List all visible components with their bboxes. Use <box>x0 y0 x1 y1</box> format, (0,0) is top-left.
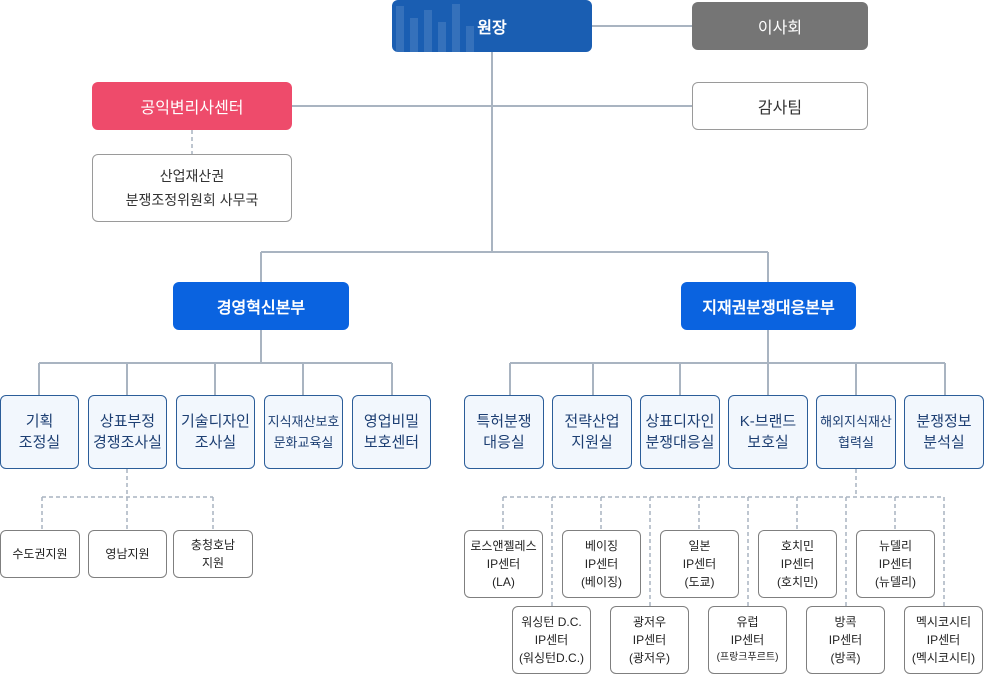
center-new-delhi-line2: IP센터 <box>878 557 913 571</box>
center-europe-line2: IP센터 <box>730 633 765 647</box>
dept-tech-design: 기술디자인 조사실 <box>176 395 255 469</box>
center-guangzhou: 광저우 IP센터 (광저우) <box>610 606 689 674</box>
dept-ip-culture-line2: 문화교육실 <box>273 435 334 450</box>
committee-label-line1: 산업재산권 <box>159 168 225 184</box>
center-beijing: 베이징 IP센터 (베이징) <box>562 530 641 598</box>
director-box: 원장 <box>392 0 592 52</box>
public-center-box: 공익변리사센터 <box>92 82 292 130</box>
dept-ip-culture-line1: 지식재산보호 <box>267 414 340 429</box>
dept-trademark-design-dispute: 상표디자인 분쟁대응실 <box>640 395 720 469</box>
center-new-delhi: 뉴델리 IP센터 (뉴델리) <box>856 530 935 598</box>
dept-strategic-industry: 전략산업 지원실 <box>552 395 632 469</box>
board-box: 이사회 <box>692 2 868 50</box>
hq-ip-box: 지재권분쟁대응본부 <box>681 282 856 330</box>
committee-label-line2: 분쟁조정위원회 사무국 <box>125 192 259 208</box>
center-beijing-line2: IP센터 <box>584 557 619 571</box>
branch-chungcheong-honam-line1: 충청호남 <box>190 538 236 552</box>
dept-planning-line2: 조정실 <box>18 434 61 451</box>
center-washington-line2: IP센터 <box>534 633 569 647</box>
dept-patent-dispute-line2: 대응실 <box>483 434 525 451</box>
center-ho-chi-minh-line3: (호치민) <box>776 575 819 589</box>
center-new-delhi-line1: 뉴델리 <box>878 539 913 553</box>
branch-capital: 수도권지원 <box>0 530 80 578</box>
board-label: 이사회 <box>757 20 803 37</box>
audit-box: 감사팀 <box>692 82 868 130</box>
center-europe-line1: 유럽 <box>736 615 759 629</box>
center-washington-line3: (워싱턴D.C.) <box>518 651 585 665</box>
center-los-angeles-line1: 로스앤젤레스 <box>470 539 537 553</box>
center-mexico-city-line3: (멕시코시티) <box>911 651 976 665</box>
center-guangzhou-line3: (광저우) <box>628 651 671 665</box>
dept-trade-secret-line2: 보호센터 <box>363 434 420 451</box>
hq-management-box: 경영혁신본부 <box>173 282 349 330</box>
dept-trade-secret-line1: 영업비밀 <box>363 413 420 430</box>
center-ho-chi-minh-line1: 호치민 <box>780 539 815 553</box>
center-japan-line2: IP센터 <box>682 557 717 571</box>
dept-strategic-industry-line2: 지원실 <box>571 434 613 451</box>
center-bangkok-line1: 방콕 <box>834 615 857 629</box>
dept-k-brand: K-브랜드 보호실 <box>728 395 808 469</box>
dept-trademark-design-dispute-line1: 상표디자인 <box>645 413 715 430</box>
hq-ip-label: 지재권분쟁대응본부 <box>702 300 835 317</box>
dept-overseas-ip-line1: 해외지식재산 <box>820 414 892 429</box>
dept-trademark-competition: 상표부정 경쟁조사실 <box>88 395 167 469</box>
branch-yeongnam-label: 영남지원 <box>105 547 150 561</box>
center-guangzhou-line2: IP센터 <box>632 633 667 647</box>
center-los-angeles-line3: (LA) <box>492 575 515 589</box>
dept-tech-design-line2: 조사실 <box>194 434 237 451</box>
center-washington: 워싱턴 D.C. IP센터 (워싱턴D.C.) <box>512 606 591 674</box>
center-mexico-city-line2: IP센터 <box>926 633 961 647</box>
center-ho-chi-minh: 호치민 IP센터 (호치민) <box>758 530 837 598</box>
dept-patent-dispute-line1: 특허분쟁 <box>476 413 532 430</box>
center-los-angeles-line2: IP센터 <box>486 557 521 571</box>
director-decor-icon <box>396 4 474 52</box>
dept-patent-dispute: 특허분쟁 대응실 <box>464 395 544 469</box>
center-mexico-city-line1: 멕시코시티 <box>915 615 972 629</box>
public-center-label: 공익변리사센터 <box>140 100 244 117</box>
dept-ip-culture: 지식재산보호 문화교육실 <box>264 395 343 469</box>
center-ho-chi-minh-line2: IP센터 <box>780 557 815 571</box>
dept-trademark-design-dispute-line2: 분쟁대응실 <box>645 434 715 451</box>
center-bangkok-line3: (방콕) <box>830 651 861 665</box>
dept-overseas-ip-line2: 협력실 <box>838 435 874 450</box>
center-los-angeles: 로스앤젤레스 IP센터 (LA) <box>464 530 543 598</box>
dept-planning: 기획 조정실 <box>0 395 79 469</box>
center-bangkok-line2: IP센터 <box>828 633 863 647</box>
dept-dispute-info-line2: 분석실 <box>923 434 965 451</box>
center-beijing-line1: 베이징 <box>584 539 619 553</box>
branch-chungcheong-honam: 충청호남 지원 <box>173 530 253 578</box>
dept-dispute-info-line1: 분쟁정보 <box>916 413 972 430</box>
dept-strategic-industry-line1: 전략산업 <box>564 413 620 430</box>
branch-chungcheong-honam-line2: 지원 <box>201 556 225 570</box>
dept-k-brand-line1: K-브랜드 <box>739 413 797 430</box>
center-guangzhou-line1: 광저우 <box>632 615 667 629</box>
director-label: 원장 <box>477 20 507 37</box>
dept-trademark-competition-line1: 상표부정 <box>99 413 156 430</box>
center-bangkok: 방콕 IP센터 (방콕) <box>806 606 885 674</box>
center-mexico-city: 멕시코시티 IP센터 (멕시코시티) <box>904 606 983 674</box>
hq-management-label: 경영혁신본부 <box>216 300 306 317</box>
center-japan: 일본 IP센터 (도쿄) <box>660 530 739 598</box>
branch-capital-label: 수도권지원 <box>12 547 68 561</box>
center-japan-line3: (도쿄) <box>684 575 715 589</box>
center-washington-line1: 워싱턴 D.C. <box>521 615 582 629</box>
dept-overseas-ip: 해외지식재산 협력실 <box>816 395 896 469</box>
committee-box: 산업재산권 분쟁조정위원회 사무국 <box>92 154 292 222</box>
center-europe-line3: (프랑크푸르트) <box>716 652 779 663</box>
center-japan-line1: 일본 <box>688 539 711 553</box>
center-new-delhi-line3: (뉴델리) <box>874 575 917 589</box>
dept-trademark-competition-line2: 경쟁조사실 <box>92 434 162 451</box>
center-europe: 유럽 IP센터 (프랑크푸르트) <box>708 606 787 674</box>
dept-k-brand-line2: 보호실 <box>747 434 789 451</box>
dept-trade-secret: 영업비밀 보호센터 <box>352 395 431 469</box>
branch-yeongnam: 영남지원 <box>88 530 167 578</box>
dept-planning-line1: 기획 <box>25 413 54 430</box>
audit-label: 감사팀 <box>757 100 803 117</box>
dept-dispute-info: 분쟁정보 분석실 <box>904 395 984 469</box>
dept-tech-design-line1: 기술디자인 <box>180 413 250 430</box>
center-beijing-line3: (베이징) <box>580 575 623 589</box>
